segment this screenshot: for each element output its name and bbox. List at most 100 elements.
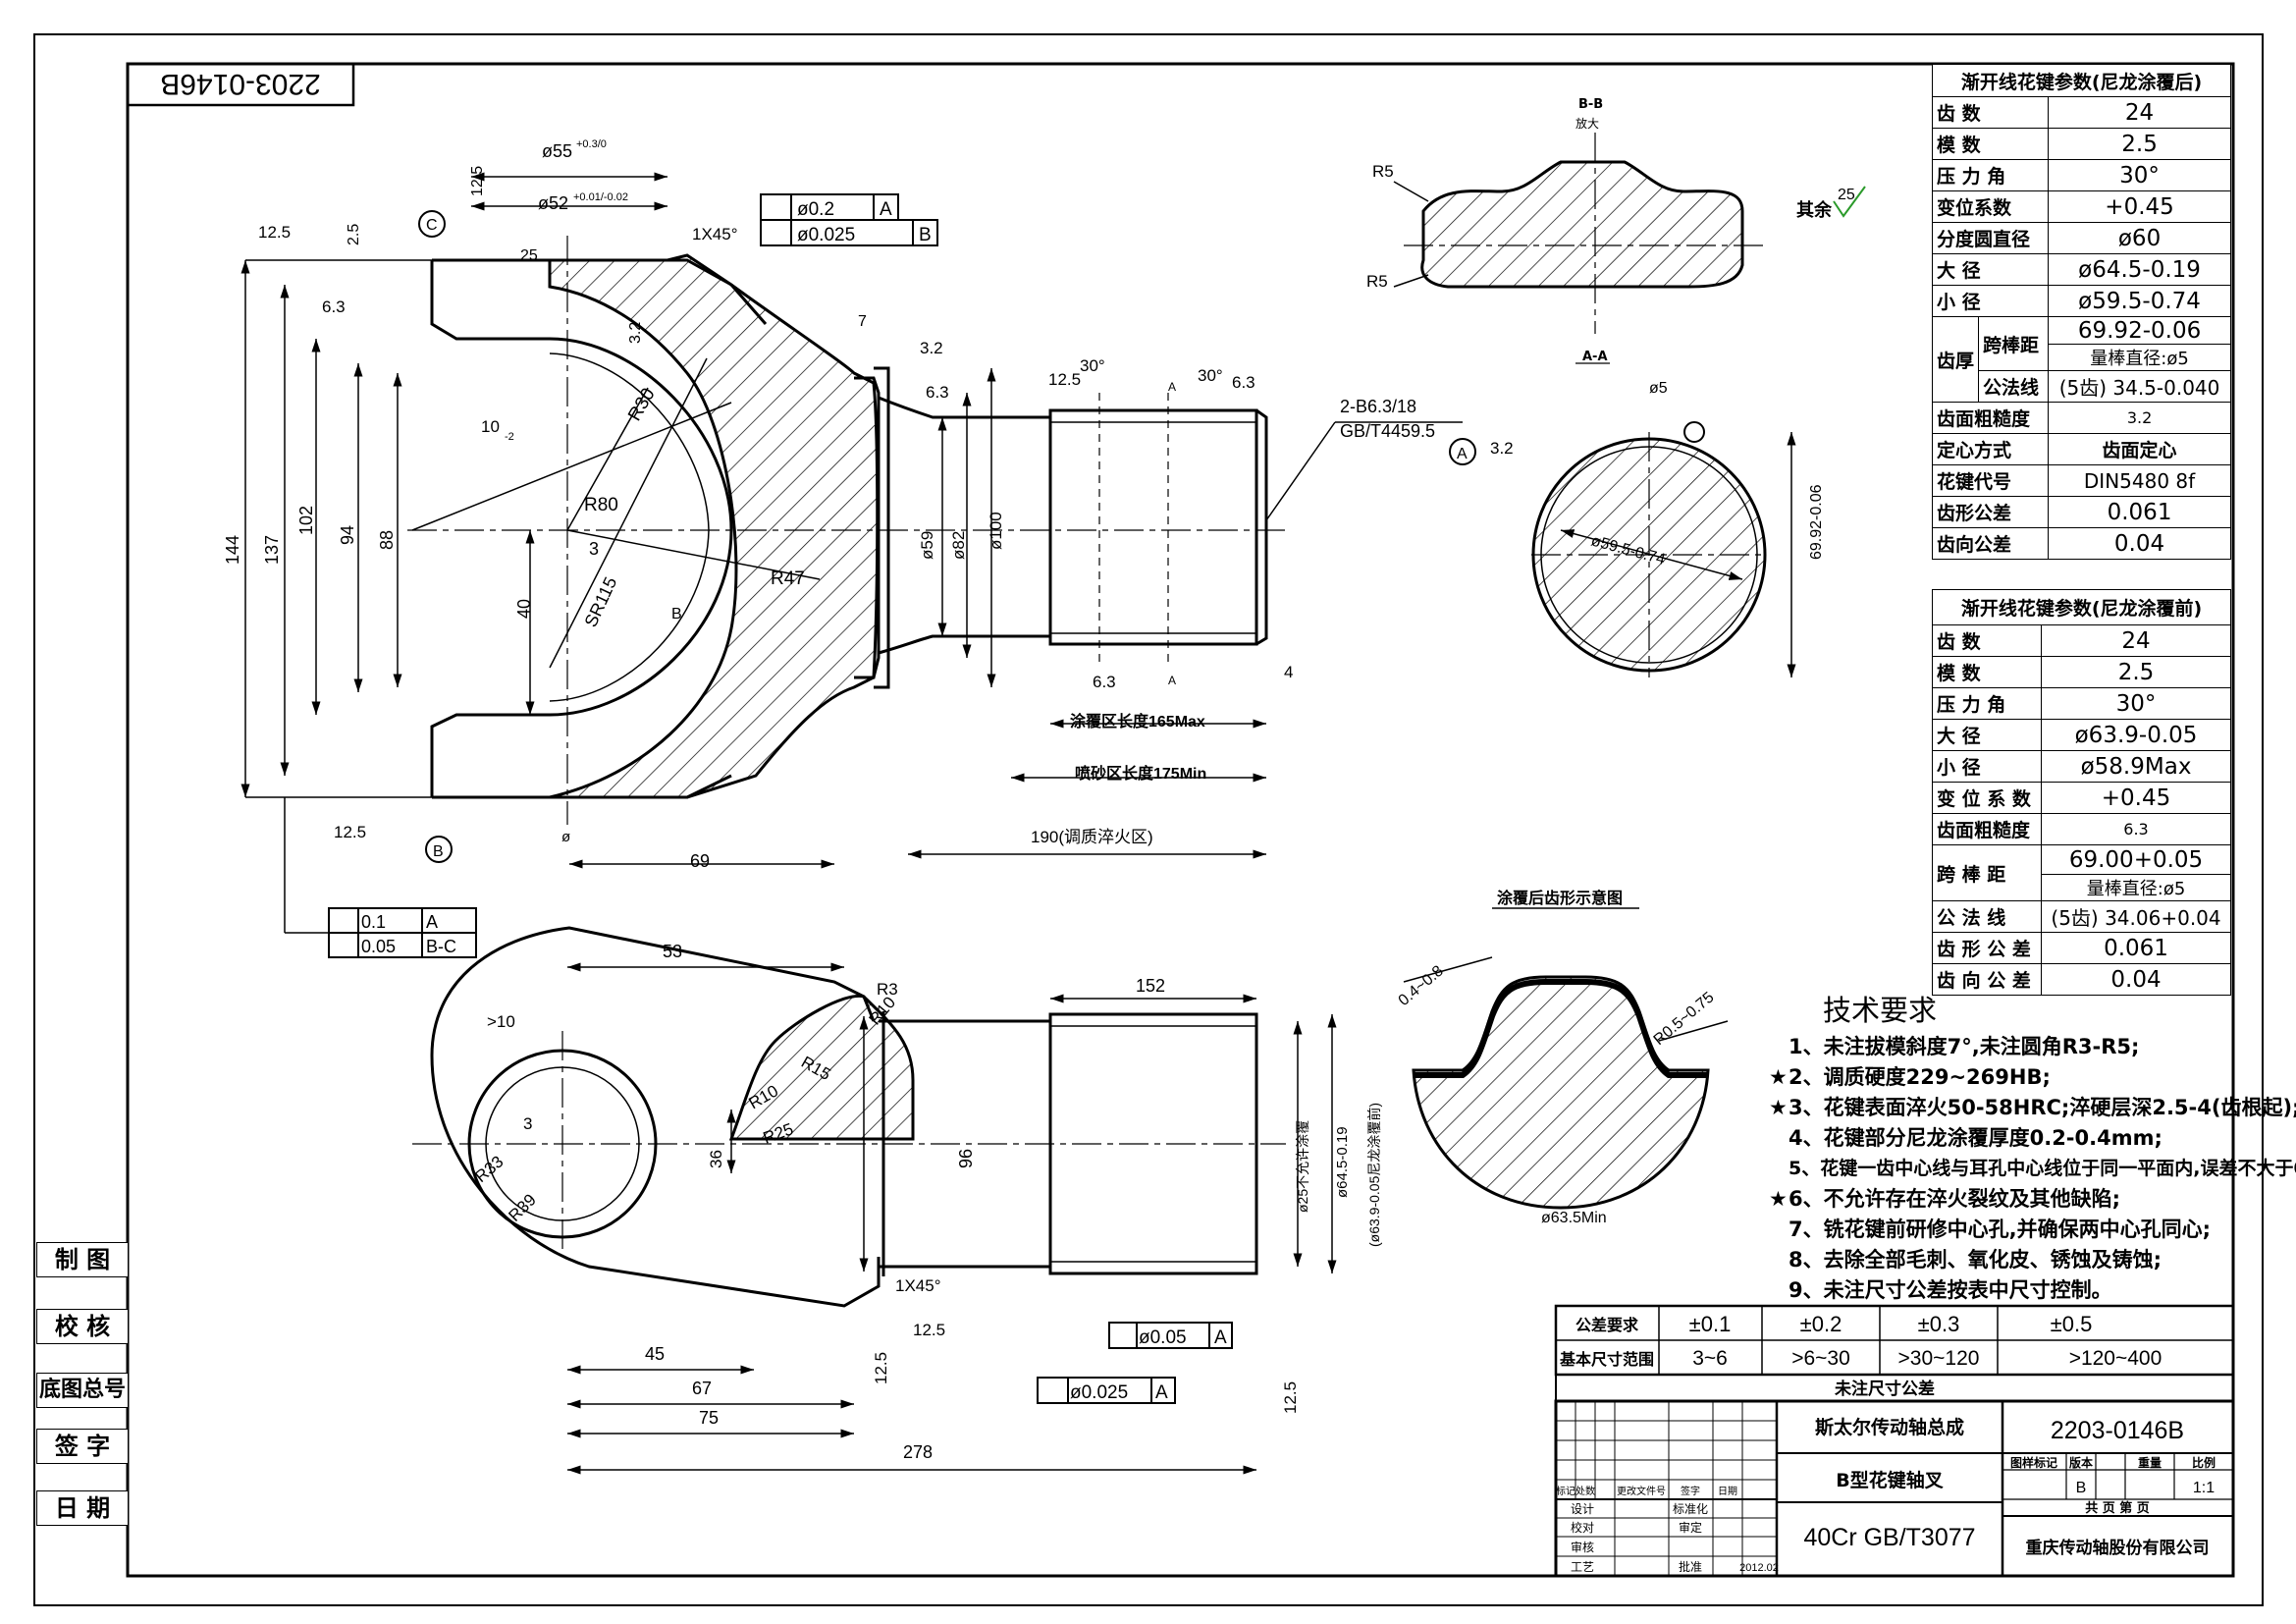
svg-text:±0.5: ±0.5 (2051, 1312, 2093, 1336)
row-label: 压 力 角 (1931, 159, 2050, 191)
row-value: (5齿) 34.5-0.040 (2048, 370, 2231, 403)
svg-text:R80: R80 (584, 495, 618, 515)
row-label: 齿面粗糙度 (1931, 813, 2043, 845)
row-label: 压 力 角 (1931, 687, 2043, 720)
svg-text:12.5: 12.5 (913, 1321, 945, 1339)
svg-text:6.3: 6.3 (926, 383, 949, 402)
row-label: 齿向公差 (1931, 527, 2050, 560)
svg-text:B: B (919, 225, 932, 245)
tech-requirements: 技术要求 1、未注拔模斜度7°,未注圆角R3-R5; ★2、调质硬度229~26… (1769, 996, 2296, 1306)
svg-text:88: 88 (377, 530, 397, 550)
side-box-signature: 签 字 (36, 1429, 129, 1464)
row-value: 量棒直径:ø5 (2048, 344, 2231, 371)
svg-text:67: 67 (692, 1379, 712, 1398)
svg-text:2012.02: 2012.02 (1739, 1562, 1779, 1574)
svg-text:6.3: 6.3 (1093, 673, 1116, 691)
svg-text:1X45°: 1X45° (692, 225, 738, 244)
svg-text:75: 75 (699, 1408, 719, 1428)
row-value: 30° (2048, 159, 2231, 191)
svg-text:3.2: 3.2 (627, 322, 644, 344)
svg-text:>120~400: >120~400 (2069, 1347, 2163, 1370)
svg-text:0.4~0.8: 0.4~0.8 (1396, 962, 1447, 1009)
front-view-yoke (407, 236, 1286, 825)
svg-text:>6~30: >6~30 (1791, 1347, 1850, 1370)
svg-text:批准: 批准 (1679, 1559, 1702, 1574)
svg-text:±0.3: ±0.3 (1918, 1312, 1960, 1336)
requirement-text: 9、未注尺寸公差按表中尺寸控制。 (1789, 1278, 2112, 1302)
svg-text:A: A (1168, 674, 1176, 687)
svg-text:ø25不允许涂覆: ø25不允许涂覆 (1295, 1120, 1310, 1213)
svg-text:ø0.2: ø0.2 (797, 199, 834, 220)
svg-text:处数: 处数 (1575, 1485, 1595, 1497)
svg-text:ø0.025: ø0.025 (1070, 1382, 1128, 1403)
row-value: 24 (2041, 624, 2231, 657)
svg-text:3.2: 3.2 (1490, 439, 1514, 458)
svg-text:1X45°: 1X45° (895, 1276, 941, 1295)
svg-text:144: 144 (223, 535, 242, 565)
side-box-base-drawing-no: 底图总号 (36, 1373, 129, 1408)
svg-text:1:1: 1:1 (2193, 1480, 2215, 1496)
row-label: 齿面粗糙度 (1931, 402, 2050, 434)
svg-text:ø100: ø100 (987, 512, 1005, 550)
svg-text:3: 3 (523, 1114, 532, 1133)
svg-text:2-B6.3/18: 2-B6.3/18 (1340, 397, 1416, 416)
drawing-number-mirrored: 2203-0146B (126, 62, 355, 107)
row-value: 69.00+0.05 (2041, 844, 2231, 875)
title-block (1554, 1399, 2235, 1578)
svg-text:斯太尔传动轴总成: 斯太尔传动轴总成 (1815, 1416, 1964, 1438)
svg-text:A: A (1155, 1382, 1168, 1403)
svg-text:102: 102 (296, 506, 316, 535)
row-label: 定心方式 (1931, 433, 2050, 465)
svg-text:基本尺寸范围: 基本尺寸范围 (1559, 1350, 1654, 1369)
row-value: +0.45 (2048, 190, 2231, 223)
yoke-hatched-section (548, 253, 880, 799)
svg-text:12.5: 12.5 (258, 223, 291, 242)
requirement-text: 1、未注拔模斜度7°,未注圆角R3-R5; (1789, 1035, 2140, 1058)
row-label: 跨棒距 (1978, 316, 2050, 371)
svg-text:涂覆区长度165Max: 涂覆区长度165Max (1070, 712, 1205, 731)
svg-text:ø55: ø55 (542, 141, 572, 161)
svg-text:A: A (426, 912, 438, 932)
star-icon: ★ (1769, 1065, 1788, 1089)
star-icon: ★ (1769, 1187, 1788, 1211)
svg-text:7: 7 (858, 313, 867, 330)
requirement-item: 7、铣花键前研修中心孔,并确保两中心孔同心; (1769, 1215, 2296, 1245)
svg-text:53: 53 (663, 942, 682, 961)
svg-text:190(调质淬火区): 190(调质淬火区) (1031, 828, 1153, 846)
row-value: DIN5480 8f (2048, 464, 2231, 497)
row-value: 0.061 (2048, 496, 2231, 528)
svg-text:69: 69 (690, 851, 710, 871)
svg-text:A: A (1457, 446, 1468, 462)
svg-text:A: A (1214, 1327, 1227, 1348)
svg-text:重庆传动轴股份有限公司: 重庆传动轴股份有限公司 (2026, 1538, 2210, 1558)
inner-border (126, 62, 2235, 1578)
svg-text:94: 94 (338, 525, 357, 545)
svg-text:ø64.5-0.19: ø64.5-0.19 (1334, 1126, 1351, 1198)
svg-text:69.92-0.06: 69.92-0.06 (1808, 484, 1825, 560)
svg-text:放大: 放大 (1575, 116, 1599, 131)
svg-text:R5: R5 (1366, 272, 1388, 291)
svg-text:12.5: 12.5 (872, 1352, 890, 1384)
row-label: 变位系数 (1931, 190, 2050, 223)
svg-text:40Cr GB/T3077: 40Cr GB/T3077 (1803, 1524, 1975, 1551)
svg-text:3.2: 3.2 (920, 339, 943, 357)
svg-text:GB/T4459.5: GB/T4459.5 (1340, 421, 1435, 441)
svg-text:重量: 重量 (2138, 1455, 2162, 1470)
svg-text:ø63.5Min: ø63.5Min (1541, 1210, 1607, 1226)
row-label: 小 径 (1931, 750, 2043, 783)
svg-text:B: B (671, 606, 682, 623)
row-value: 69.92-0.06 (2048, 316, 2231, 345)
side-box-drawn: 制 图 (36, 1242, 129, 1277)
svg-text:喷砂区长度175Min: 喷砂区长度175Min (1075, 764, 1206, 783)
svg-text:30°: 30° (1198, 366, 1223, 385)
svg-text:+0.3/0: +0.3/0 (576, 138, 607, 150)
svg-text:B: B (2076, 1480, 2087, 1496)
row-label: 齿 形 公 差 (1931, 932, 2043, 964)
requirement-item: 9、未注尺寸公差按表中尺寸控制。 (1769, 1275, 2296, 1306)
svg-text:ø59: ø59 (918, 531, 936, 560)
row-label: 齿形公差 (1931, 496, 2050, 528)
svg-text:12.5: 12.5 (334, 823, 366, 841)
svg-text:>30~120: >30~120 (1898, 1347, 1980, 1370)
